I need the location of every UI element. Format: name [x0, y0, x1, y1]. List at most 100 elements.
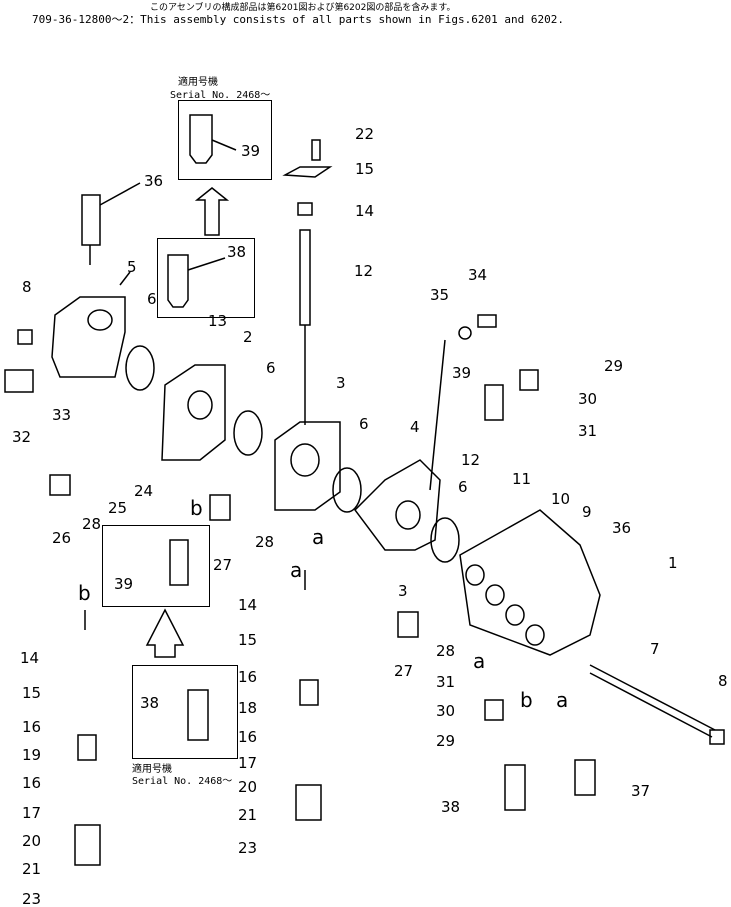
callout-38-upper: 38: [227, 243, 247, 261]
part-38-bottom: [504, 764, 526, 811]
callout-8-right: 8: [718, 672, 728, 690]
callout-38-boxed: 38: [140, 694, 160, 712]
callout-2: 2: [243, 328, 253, 346]
callout-16-left-b: 16: [22, 774, 42, 792]
callout-31-bottom: 31: [436, 673, 456, 691]
callout-15-top: 15: [355, 160, 375, 178]
marker-a-right2: a: [556, 688, 569, 712]
part-39-top: [189, 114, 213, 164]
callout-25: 25: [108, 499, 128, 517]
callout-28-center: 28: [255, 533, 275, 551]
callout-38-bottom: 38: [441, 798, 461, 816]
part-4-body: [354, 459, 441, 551]
part-27-plug-right: [397, 611, 419, 638]
callout-26: 26: [52, 529, 72, 547]
serial-box-bottom-jp: 適用号機: [132, 764, 172, 775]
part-34-plug: [477, 314, 497, 328]
callout-36-left: 36: [144, 172, 164, 190]
callout-15-left: 15: [22, 684, 42, 702]
callout-15-center: 15: [238, 631, 258, 649]
oring-6-d: [430, 517, 460, 563]
callout-28-left: 28: [82, 515, 102, 533]
part-15-flange-top: [282, 166, 333, 178]
part-3-body: [274, 421, 341, 511]
oring-6-c: [332, 467, 362, 513]
callout-14-left: 14: [20, 649, 40, 667]
part-38-box-upper: [157, 238, 255, 318]
part-22-bolt: [311, 139, 321, 161]
callout-27-left: 27: [213, 556, 233, 574]
callout-6-d: 6: [458, 478, 468, 496]
part-39-left: [169, 539, 189, 586]
oring-6-a: [125, 345, 155, 391]
callout-33: 33: [52, 406, 72, 424]
callout-6-c: 6: [359, 415, 369, 433]
part-35-oring: [458, 326, 472, 340]
part-8-nut-left: [17, 329, 33, 345]
part-8-nut-right: [709, 729, 725, 745]
callout-21-center: 21: [238, 806, 258, 824]
callout-14-top: 14: [355, 202, 375, 220]
marker-b-right: b: [520, 688, 533, 712]
callout-9: 9: [582, 503, 592, 521]
callout-36-right: 36: [612, 519, 632, 537]
callout-7: 7: [650, 640, 660, 658]
callout-30-top: 30: [578, 390, 598, 408]
callout-21-left: 21: [22, 860, 42, 878]
oring-6-b: [233, 410, 263, 456]
callout-19: 19: [22, 746, 42, 764]
part-21-center: [295, 784, 322, 821]
callout-20-left: 20: [22, 832, 42, 850]
callout-30-bottom: 30: [436, 702, 456, 720]
callout-3-middle: 3: [336, 374, 346, 392]
marker-a-mid: a: [290, 558, 303, 582]
callout-35: 35: [430, 286, 450, 304]
part-29-plug-right: [519, 369, 539, 391]
marker-a-right1: a: [473, 649, 486, 673]
part-5-body: [51, 296, 126, 378]
japanese-assembly-note: このアセンブリの構成部品は第6201図および第6202図の部品を含みます。: [150, 3, 456, 13]
serial-box-bottom: [132, 665, 238, 759]
callout-39-lower: 39: [114, 575, 134, 593]
callout-1: 1: [668, 554, 678, 572]
callout-29-top: 29: [604, 357, 624, 375]
callout-17-left: 17: [22, 804, 42, 822]
part-38-top: [167, 254, 189, 308]
callout-8-left: 8: [22, 278, 32, 296]
callout-24: 24: [134, 482, 154, 500]
callout-28-right: 28: [436, 642, 456, 660]
part-36-left: [81, 194, 101, 246]
part-32-plug: [4, 369, 34, 393]
callout-6-b: 6: [266, 359, 276, 377]
callout-39-top: 39: [241, 142, 261, 160]
assembly-note: 709-36-12800～2：This assembly consists of…: [32, 13, 564, 26]
callout-16-center-a: 16: [238, 668, 258, 686]
callout-14-center: 14: [238, 596, 258, 614]
callout-17-center: 17: [238, 754, 258, 772]
callout-29-bottom: 29: [436, 732, 456, 750]
serial-box-bottom-en: Serial No. 2468～: [132, 776, 233, 787]
part-27-plug-left: [209, 494, 231, 521]
callout-22: 22: [355, 125, 375, 143]
callout-11: 11: [512, 470, 532, 488]
part-7-rod: [589, 664, 716, 738]
part-38-boxed: [187, 689, 209, 741]
part-39-box-lower: [102, 525, 210, 607]
serial-box-top-jp: 適用号機: [178, 77, 218, 88]
arrow-down-icon: [145, 608, 185, 658]
marker-b-center: b: [190, 496, 203, 520]
part-1-main-body: [459, 509, 601, 656]
callout-12-right: 12: [461, 451, 481, 469]
callout-37: 37: [631, 782, 651, 800]
callout-18: 18: [238, 699, 258, 717]
callout-31-top: 31: [578, 422, 598, 440]
callout-23-left: 23: [22, 890, 42, 907]
callout-12-top: 12: [354, 262, 374, 280]
callout-3-right: 3: [398, 582, 408, 600]
callout-23-center: 23: [238, 839, 258, 857]
part-19-spring-left: [77, 734, 97, 761]
callout-32: 32: [12, 428, 32, 446]
part-39-right: [484, 384, 504, 421]
part-12-spool-top: [299, 229, 311, 326]
callout-27-right: 27: [394, 662, 414, 680]
